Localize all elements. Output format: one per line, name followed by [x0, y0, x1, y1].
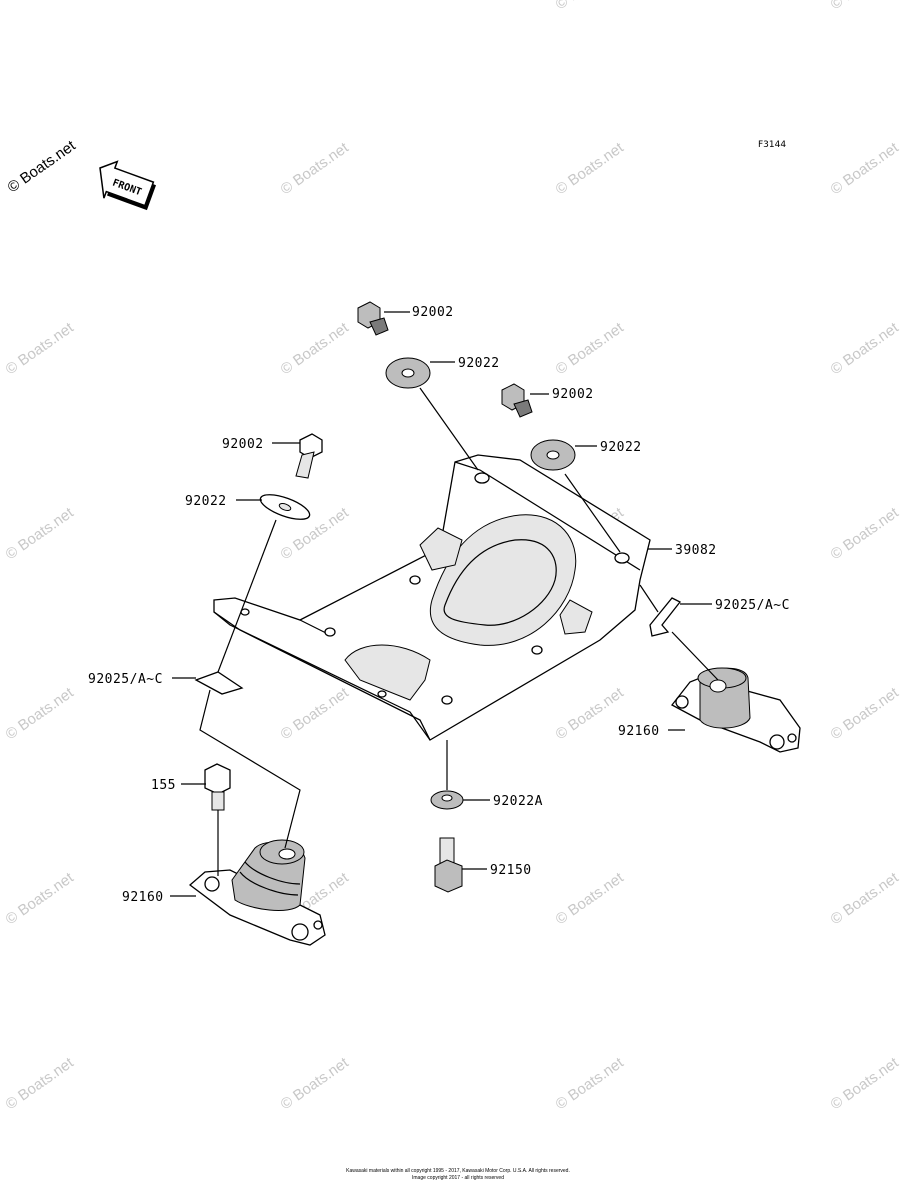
watermark: © Boats.net: [553, 684, 628, 743]
watermark: © Boats.net: [828, 139, 903, 198]
watermark: © Boats.net: [278, 139, 353, 198]
callout-label: 155: [151, 778, 176, 793]
watermark: © Boats.net: [3, 869, 78, 928]
watermark: © Boats.net: [553, 319, 628, 378]
bolt-92150: [434, 837, 463, 893]
callout-label: 92022: [458, 356, 500, 371]
boats-net-logo: © Boats.net: [5, 137, 80, 196]
watermark: © Boats.net: [828, 1054, 903, 1113]
clip-92025-left: [194, 671, 244, 695]
front-arrow-icon: FRONT: [99, 160, 156, 211]
callout-label: 92002: [412, 305, 454, 320]
watermark: © Boats.net: [828, 319, 903, 378]
watermark: © Boats.net: [3, 684, 78, 743]
bolt-92002-right: [501, 383, 533, 418]
callout-labels: 92002 92022 92002 92002 92022 92022 3908…: [88, 305, 790, 905]
watermark: © Boats.net: [553, 139, 628, 198]
watermark: © Boats.net: [3, 504, 78, 563]
watermark: © Boats.net: [828, 869, 903, 928]
callout-label: 92022: [600, 440, 642, 455]
copyright-line-2: Image copyright 2017 - all rights reserv…: [412, 1175, 504, 1181]
engine-mount-92160-right: [671, 667, 801, 753]
watermark: © Boats.net: [278, 1054, 353, 1113]
callout-label: 92025/A~C: [88, 672, 163, 687]
figure-code: F3144: [758, 140, 786, 150]
clip-92025-right: [649, 597, 682, 637]
callout-label: 92002: [222, 437, 264, 452]
washer-92022A: [430, 790, 464, 810]
callout-label: 92150: [490, 863, 532, 878]
callout-label: 92160: [122, 890, 164, 905]
watermark: © Boats.net: [278, 319, 353, 378]
watermark: © Boats.net: [278, 684, 353, 743]
watermark: © Boats.net: [553, 1054, 628, 1113]
callout-label: 92002: [552, 387, 594, 402]
callout-label: 92022A: [493, 794, 543, 809]
watermark: © Boats.net: [553, 0, 628, 13]
bolt-92002-top: [357, 301, 389, 336]
skid-plate-39082: [213, 454, 651, 741]
assembly-lines: [199, 387, 719, 876]
bolt-155: [204, 763, 231, 811]
watermark: © Boats.net: [553, 869, 628, 928]
watermark: © Boats.net: [828, 0, 903, 13]
washer-92022-left: [259, 494, 311, 520]
watermark: © Boats.net: [3, 1054, 78, 1113]
callout-label: 39082: [675, 543, 717, 558]
engine-mount-92160-left: [188, 839, 326, 946]
callout-label: 92022: [185, 494, 227, 509]
leader-lines: [170, 311, 712, 897]
callout-label: 92160: [618, 724, 660, 739]
copyright-line: Kawasaki materials within all copyright …: [346, 1168, 570, 1174]
watermark: © Boats.net: [828, 504, 903, 563]
washer-92022-top: [385, 357, 431, 389]
washer-92022-right: [530, 439, 576, 471]
bolt-92002-left: [295, 433, 323, 479]
watermark: © Boats.net: [828, 684, 903, 743]
watermark: © Boats.net: [3, 319, 78, 378]
callout-label: 92025/A~C: [715, 598, 790, 613]
